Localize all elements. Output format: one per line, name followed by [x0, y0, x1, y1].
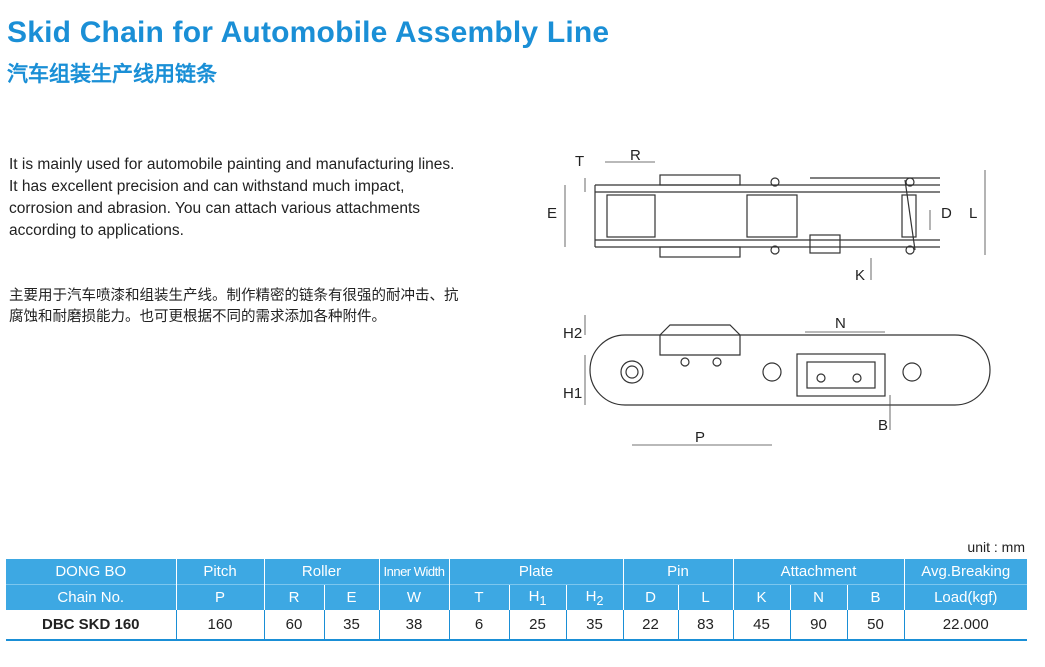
- header-l: L: [677, 584, 733, 610]
- header-roller: Roller: [263, 559, 379, 585]
- cell-k: 45: [732, 610, 790, 641]
- cell-e: 35: [323, 610, 379, 641]
- page-title: Skid Chain for Automobile Assembly Line: [7, 16, 610, 49]
- dim-label-e: E: [547, 205, 557, 222]
- dim-label-t: T: [575, 153, 584, 170]
- cell-r: 60: [263, 610, 324, 641]
- dim-label-b: B: [878, 417, 888, 434]
- dim-label-r: R: [630, 147, 641, 164]
- cell-d: 22: [622, 610, 678, 641]
- header-h2: H2: [565, 584, 623, 610]
- header-chain-no: Chain No.: [6, 584, 176, 610]
- cell-load: 22.000: [903, 610, 1027, 641]
- header-r: R: [263, 584, 324, 610]
- header-plate: Plate: [448, 559, 623, 585]
- header-h1: H1: [508, 584, 566, 610]
- header-attachment: Attachment: [732, 559, 904, 585]
- description-en-paragraph-1: It is mainly used for automobile paintin…: [9, 156, 455, 173]
- side-view: [589, 324, 991, 406]
- header-b: B: [846, 584, 904, 610]
- header-h2-sub: 2: [596, 593, 604, 608]
- page-subtitle-cn: 汽车组装生产线用链条: [7, 62, 217, 86]
- cell-l: 83: [677, 610, 733, 641]
- header-pitch: Pitch: [175, 559, 264, 585]
- chain-technical-drawing: T R E D L K H2 N H1 B P: [547, 147, 991, 446]
- header-inner-width: Inner Width: [378, 559, 449, 585]
- dim-label-d: D: [941, 205, 952, 222]
- dim-label-l: L: [969, 205, 977, 222]
- table-header-row-1: DONG BO Pitch Roller Inner Width Plate P…: [6, 559, 1027, 585]
- header-d: D: [622, 584, 678, 610]
- cell-w: 38: [378, 610, 449, 641]
- dim-label-h1: H1: [563, 385, 582, 402]
- top-view: [594, 174, 940, 258]
- cell-p: 160: [175, 610, 264, 641]
- header-n: N: [789, 584, 847, 610]
- description-cn: 主要用于汽车喷漆和组装生产线。制作精密的链条有很强的耐冲击、抗腐蚀和耐磨损能力。…: [9, 288, 459, 325]
- cell-h1: 25: [508, 610, 566, 641]
- dim-label-n: N: [835, 315, 846, 332]
- description-en-paragraph-2: It has excellent precision and can withs…: [9, 178, 421, 239]
- dim-label-k: K: [855, 267, 865, 284]
- header-load: Load(kgf): [903, 584, 1027, 610]
- cell-n: 90: [789, 610, 847, 641]
- header-pin: Pin: [622, 559, 733, 585]
- header-brand: DONG BO: [6, 559, 176, 585]
- header-w: W: [378, 584, 449, 610]
- header-t: T: [448, 584, 509, 610]
- specification-table: DONG BO Pitch Roller Inner Width Plate P…: [6, 559, 1027, 641]
- cell-h2: 35: [565, 610, 623, 641]
- header-h1-base: H: [528, 587, 540, 605]
- header-h2-base: H: [585, 587, 597, 605]
- header-e: E: [323, 584, 379, 610]
- cell-chain-no: DBC SKD 160: [6, 610, 176, 641]
- header-p: P: [175, 584, 264, 610]
- description-en: It is mainly used for automobile paintin…: [9, 154, 464, 242]
- header-k: K: [732, 584, 790, 610]
- table-header-row-2: Chain No. P R E W T H1 H2 D L K N B Load…: [6, 584, 1027, 610]
- dim-label-p: P: [695, 429, 705, 446]
- unit-note: unit : mm: [967, 539, 1025, 555]
- table-row: DBC SKD 160 160 60 35 38 6 25 35 22 83 4…: [6, 610, 1027, 641]
- dim-label-h2: H2: [563, 325, 582, 342]
- cell-b: 50: [846, 610, 904, 641]
- header-breaking: Avg.Breaking: [903, 559, 1027, 585]
- cell-t: 6: [448, 610, 509, 641]
- header-h1-sub: 1: [539, 593, 547, 608]
